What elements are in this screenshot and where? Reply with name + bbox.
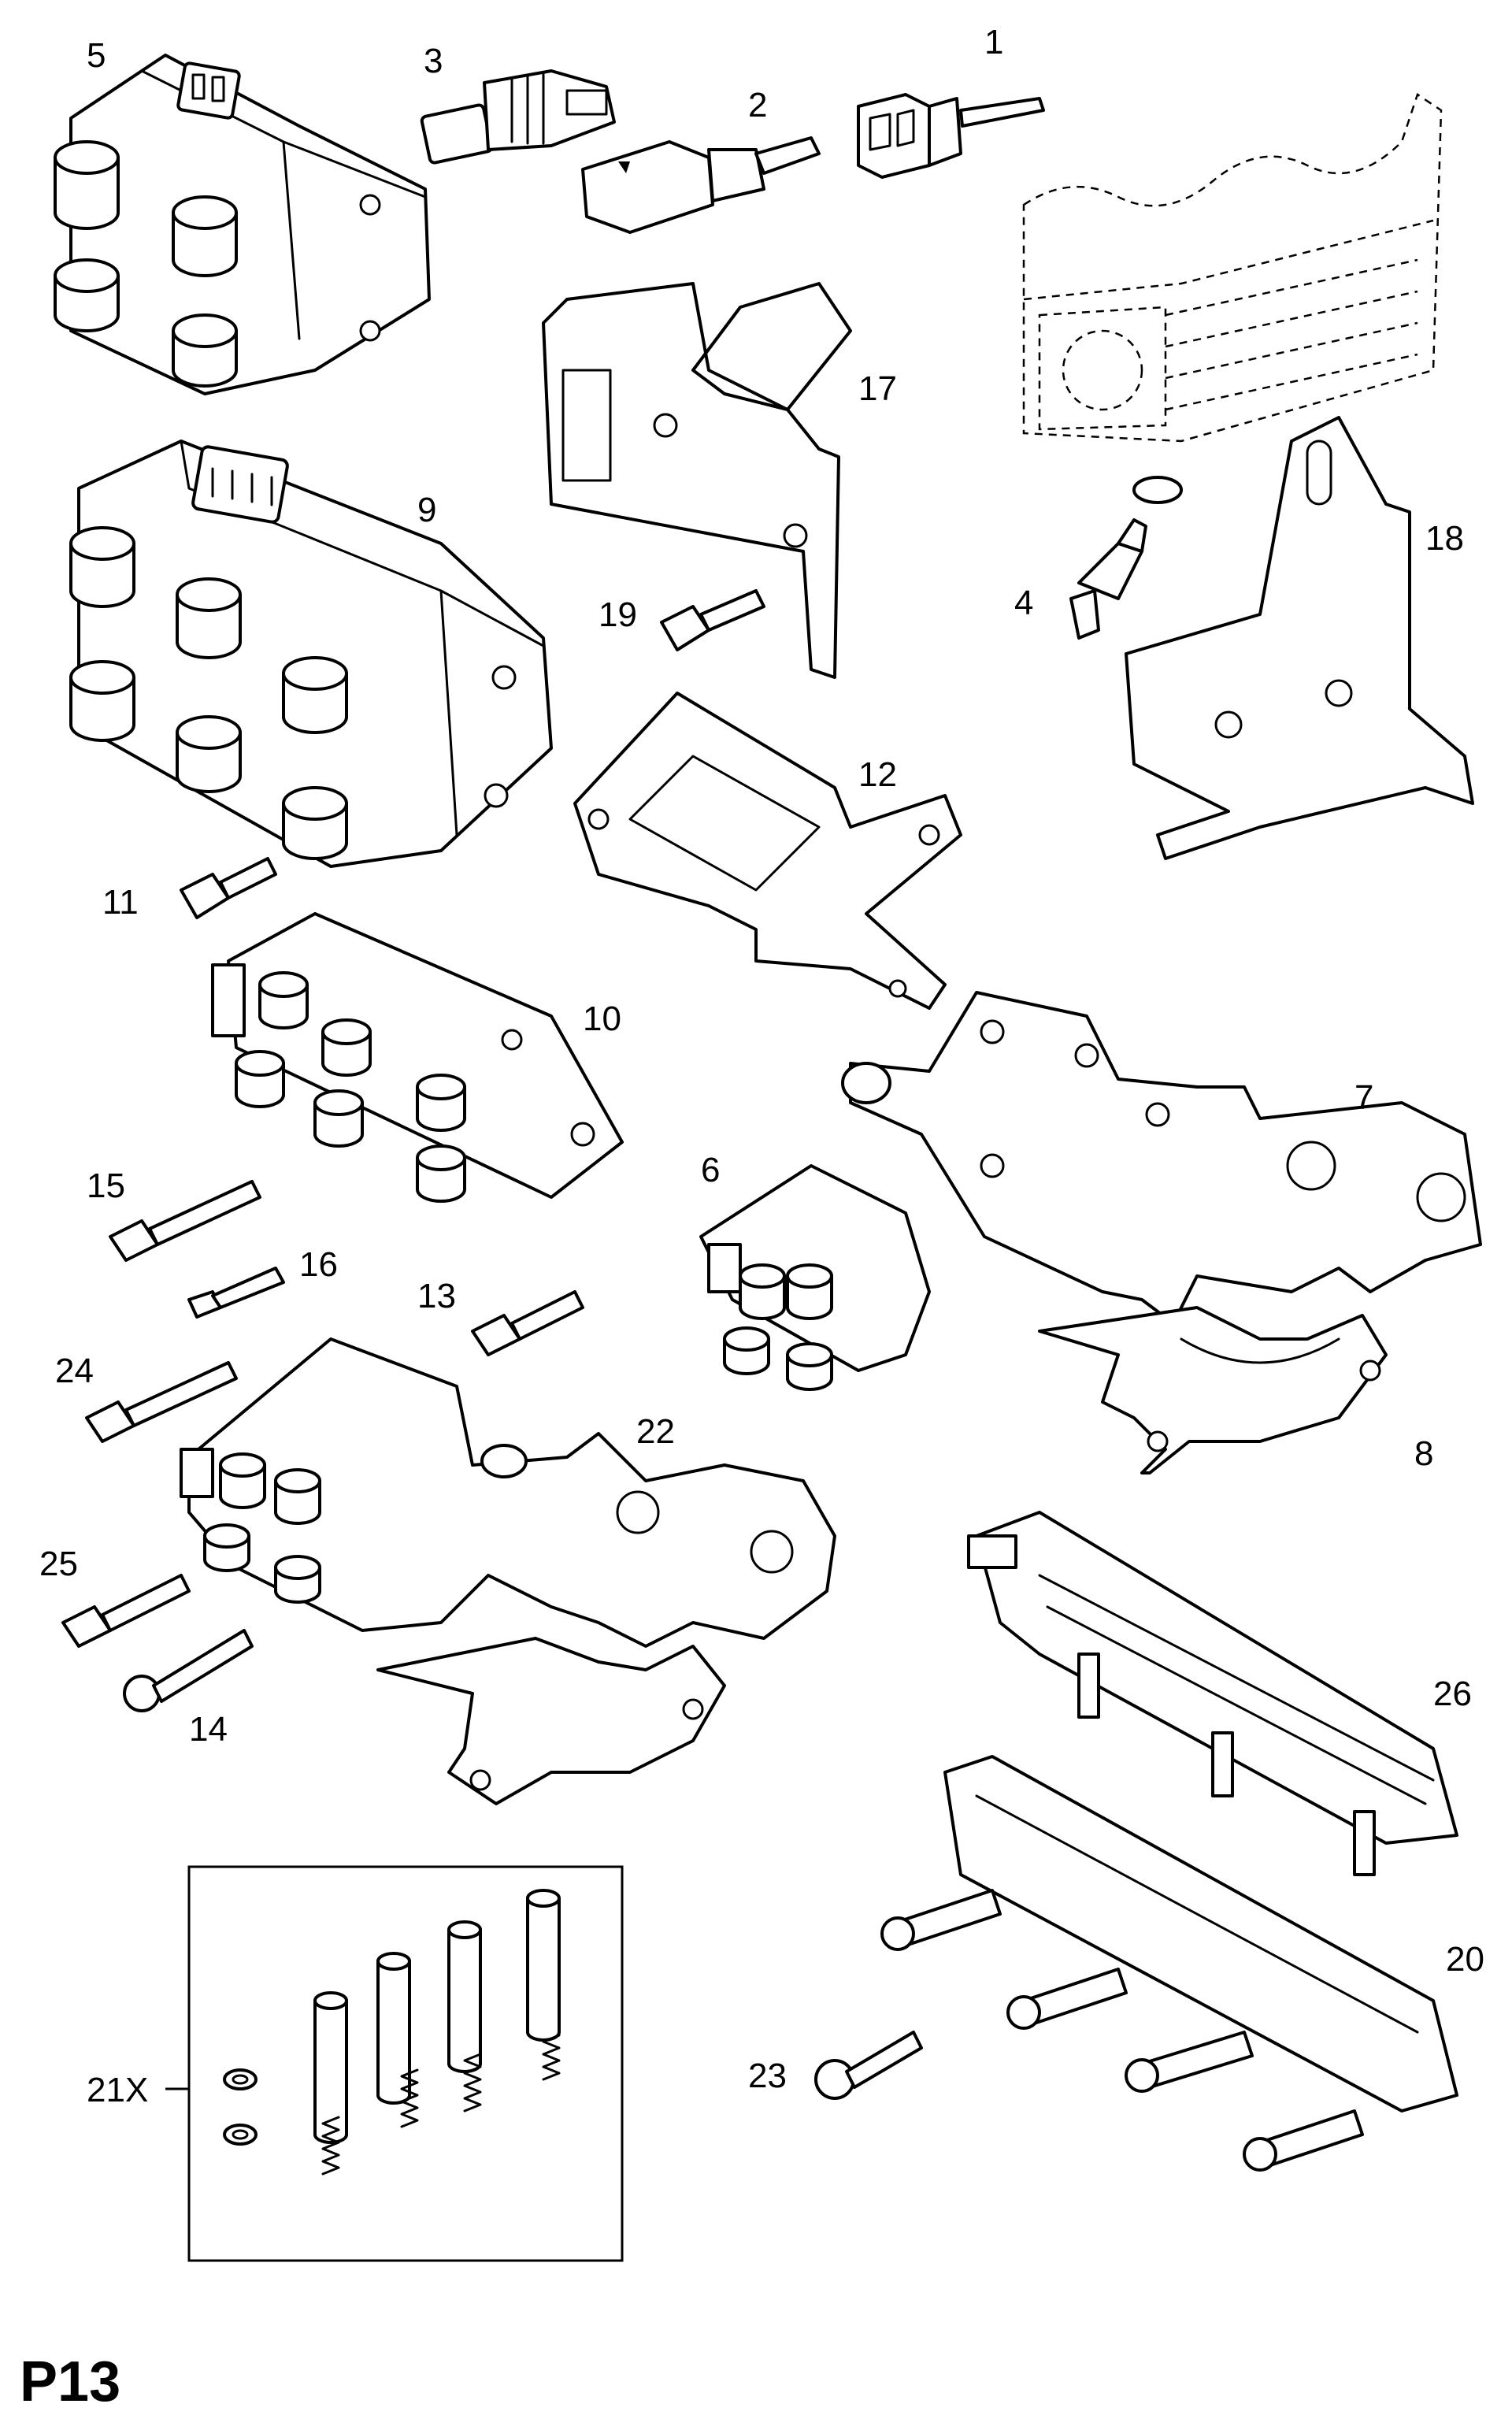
- bracket-17: 17: [542, 282, 897, 679]
- bolt-15: 15: [87, 1167, 261, 1262]
- callout-20: 20: [1446, 1940, 1484, 1979]
- ignition-coil-6: 6: [699, 1151, 931, 1391]
- sensor-1: 1: [857, 23, 1045, 179]
- callout-19: 19: [598, 595, 637, 634]
- spark-plug-connector-kit-21x: 21X: [87, 1865, 624, 2262]
- callout-26: 26: [1433, 1675, 1472, 1713]
- callout-21x: 21X: [87, 2071, 148, 2109]
- callout-16: 16: [299, 1245, 338, 1284]
- intake-manifold-phantom: [1022, 93, 1443, 443]
- callout-5: 5: [87, 36, 106, 75]
- bolt-11: 11: [102, 857, 277, 922]
- screw-13: 13: [417, 1277, 584, 1356]
- bolt-14: 14: [123, 1629, 254, 1749]
- rail-20: 20: [880, 1755, 1484, 2172]
- coil-assembly-22: 22: [180, 1337, 836, 1648]
- callout-11: 11: [102, 883, 139, 922]
- screw-16: 16: [187, 1245, 338, 1319]
- bolt-23: 23: [748, 2031, 923, 2100]
- sensor-4: 4: [1014, 476, 1183, 640]
- callout-22: 22: [636, 1412, 675, 1451]
- callout-2: 2: [748, 86, 767, 124]
- bracket-12: 12: [573, 692, 962, 1010]
- bolt-25: 25: [39, 1545, 191, 1648]
- callout-9: 9: [417, 491, 436, 529]
- callout-7: 7: [1354, 1078, 1373, 1117]
- callout-14: 14: [189, 1710, 228, 1749]
- bolt-19: 19: [598, 589, 765, 651]
- callout-13: 13: [417, 1277, 456, 1315]
- bolt-24: 24: [55, 1352, 238, 1443]
- callout-1: 1: [984, 23, 1003, 61]
- callout-4: 4: [1014, 584, 1033, 622]
- coil-rail-26: 26: [967, 1511, 1472, 1876]
- sensor-2: 2: [581, 86, 821, 234]
- ignition-coil-5: 5: [54, 36, 431, 395]
- callout-6: 6: [701, 1151, 720, 1189]
- gasket-8: 8: [1038, 1306, 1433, 1475]
- ignition-coil-10: 10: [211, 912, 624, 1203]
- bracket-18: 18: [1125, 416, 1474, 860]
- callout-25: 25: [39, 1545, 78, 1583]
- callout-24: 24: [55, 1352, 94, 1390]
- callout-12: 12: [858, 755, 897, 794]
- callout-10: 10: [583, 1000, 621, 1038]
- callout-8: 8: [1414, 1434, 1433, 1473]
- ignition-coil-9: 9: [69, 440, 553, 868]
- callout-3: 3: [424, 42, 443, 80]
- gasket-lower: [376, 1637, 726, 1805]
- sensor-3: 3: [420, 42, 616, 165]
- callout-23: 23: [748, 2057, 787, 2095]
- housing-7: 7: [841, 991, 1482, 1325]
- callout-18: 18: [1425, 519, 1464, 558]
- callout-17: 17: [858, 369, 897, 408]
- callout-15: 15: [87, 1167, 125, 1205]
- page-code: P13: [20, 2350, 120, 2413]
